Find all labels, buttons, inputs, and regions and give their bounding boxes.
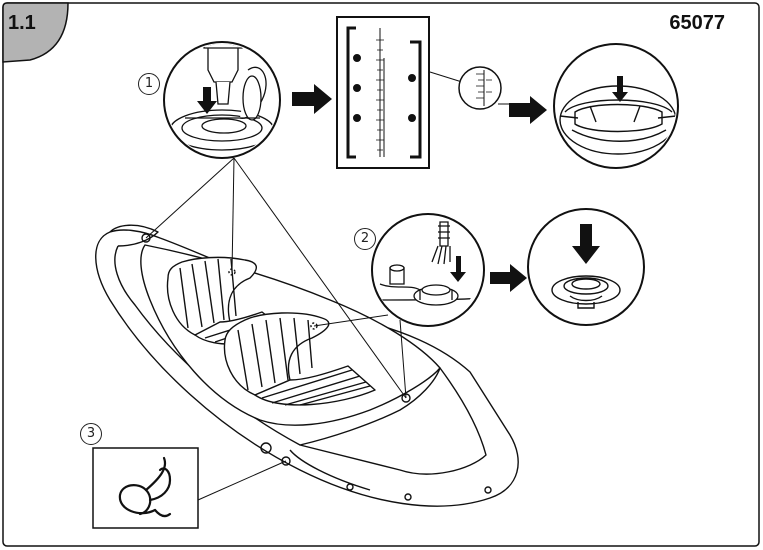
arrow-right-icon <box>292 84 332 114</box>
arrow-down-icon <box>197 87 217 114</box>
step-3-badge: 3 <box>80 423 102 445</box>
valve-closeup-1 <box>163 41 281 159</box>
section-tab <box>2 2 69 63</box>
arrow-right-icon <box>490 264 527 292</box>
valve-closeup-3 <box>553 43 679 169</box>
arrow-right-icon <box>509 96 547 124</box>
valve-cap-closeup <box>527 208 645 326</box>
arrow-down-icon <box>612 76 628 102</box>
step-2-badge: 2 <box>354 228 376 250</box>
model-number: 65077 <box>669 12 725 34</box>
arrow-down-icon <box>450 256 466 282</box>
leader-lines <box>145 71 510 501</box>
gauge-detail <box>458 66 502 110</box>
arrow-down-icon <box>572 224 600 264</box>
pressure-gauge-card <box>336 16 430 169</box>
cord-detail-box <box>92 447 199 529</box>
kayak-illustration <box>95 224 519 507</box>
step-1-badge: 1 <box>138 73 160 95</box>
pump-closeup <box>371 213 485 327</box>
section-number: 1.1 <box>8 12 36 34</box>
